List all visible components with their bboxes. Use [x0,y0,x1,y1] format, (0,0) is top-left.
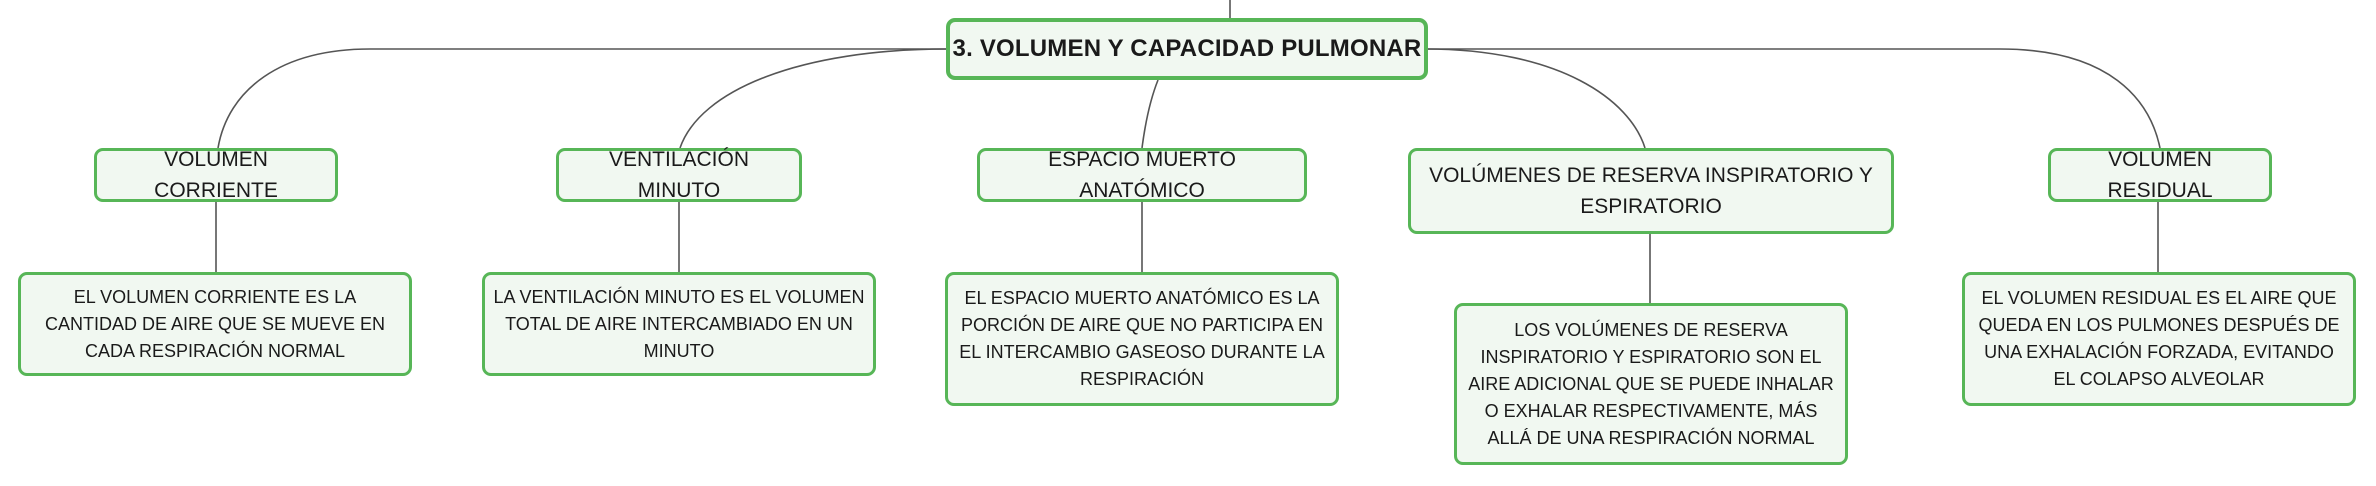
description-volumen-residual[interactable]: EL VOLUMEN RESIDUAL ES EL AIRE QUE QUEDA… [1962,272,2356,406]
root-topic-label: 3. VOLUMEN Y CAPACIDAD PULMONAR [952,35,1422,62]
topic-volumenes-reserva[interactable]: VOLÚMENES DE RESERVA INSPIRATORIO Y ESPI… [1408,148,1894,234]
connector-root-to-ventilacion-minuto [679,48,949,149]
description-text: EL ESPACIO MUERTO ANATÓMICO ES LA PORCIÓ… [959,288,1325,389]
connector-root-to-volumenes-reserva [1424,48,1646,149]
topic-title: VOLUMEN RESIDUAL [2107,148,2213,202]
topic-title: VENTILACIÓN MINUTO [608,148,750,202]
topic-volumen-corriente[interactable]: VOLUMEN CORRIENTE [94,148,338,202]
topic-ventilacion-minuto[interactable]: VENTILACIÓN MINUTO [556,148,802,202]
connector-root-to-volumen-corriente [217,48,948,149]
topic-volumen-residual[interactable]: VOLUMEN RESIDUAL [2048,148,2272,202]
topic-title: ESPACIO MUERTO ANATÓMICO [1048,148,1236,202]
description-text: LOS VOLÚMENES DE RESERVA INSPIRATORIO Y … [1468,319,1834,448]
description-text: EL VOLUMEN CORRIENTE ES LA CANTIDAD DE A… [44,286,386,361]
topic-title: VOLÚMENES DE RESERVA INSPIRATORIO Y ESPI… [1429,164,1873,218]
description-volumen-corriente[interactable]: EL VOLUMEN CORRIENTE ES LA CANTIDAD DE A… [18,272,412,376]
connector-root-to-espacio-muerto [1141,79,1159,149]
description-espacio-muerto-anatomico[interactable]: EL ESPACIO MUERTO ANATÓMICO ES LA PORCIÓ… [945,272,1339,406]
description-text: LA VENTILACIÓN MINUTO ES EL VOLUMEN TOTA… [493,286,865,361]
description-text: EL VOLUMEN RESIDUAL ES EL AIRE QUE QUEDA… [1978,288,2340,389]
description-ventilacion-minuto[interactable]: LA VENTILACIÓN MINUTO ES EL VOLUMEN TOTA… [482,272,876,376]
connector-root-to-volumen-residual [1425,48,2161,149]
topic-title: VOLUMEN CORRIENTE [154,148,278,202]
topic-espacio-muerto-anatomico[interactable]: ESPACIO MUERTO ANATÓMICO [977,148,1307,202]
description-volumenes-reserva[interactable]: LOS VOLÚMENES DE RESERVA INSPIRATORIO Y … [1454,303,1848,465]
root-topic[interactable]: 3. VOLUMEN Y CAPACIDAD PULMONAR [946,18,1428,80]
